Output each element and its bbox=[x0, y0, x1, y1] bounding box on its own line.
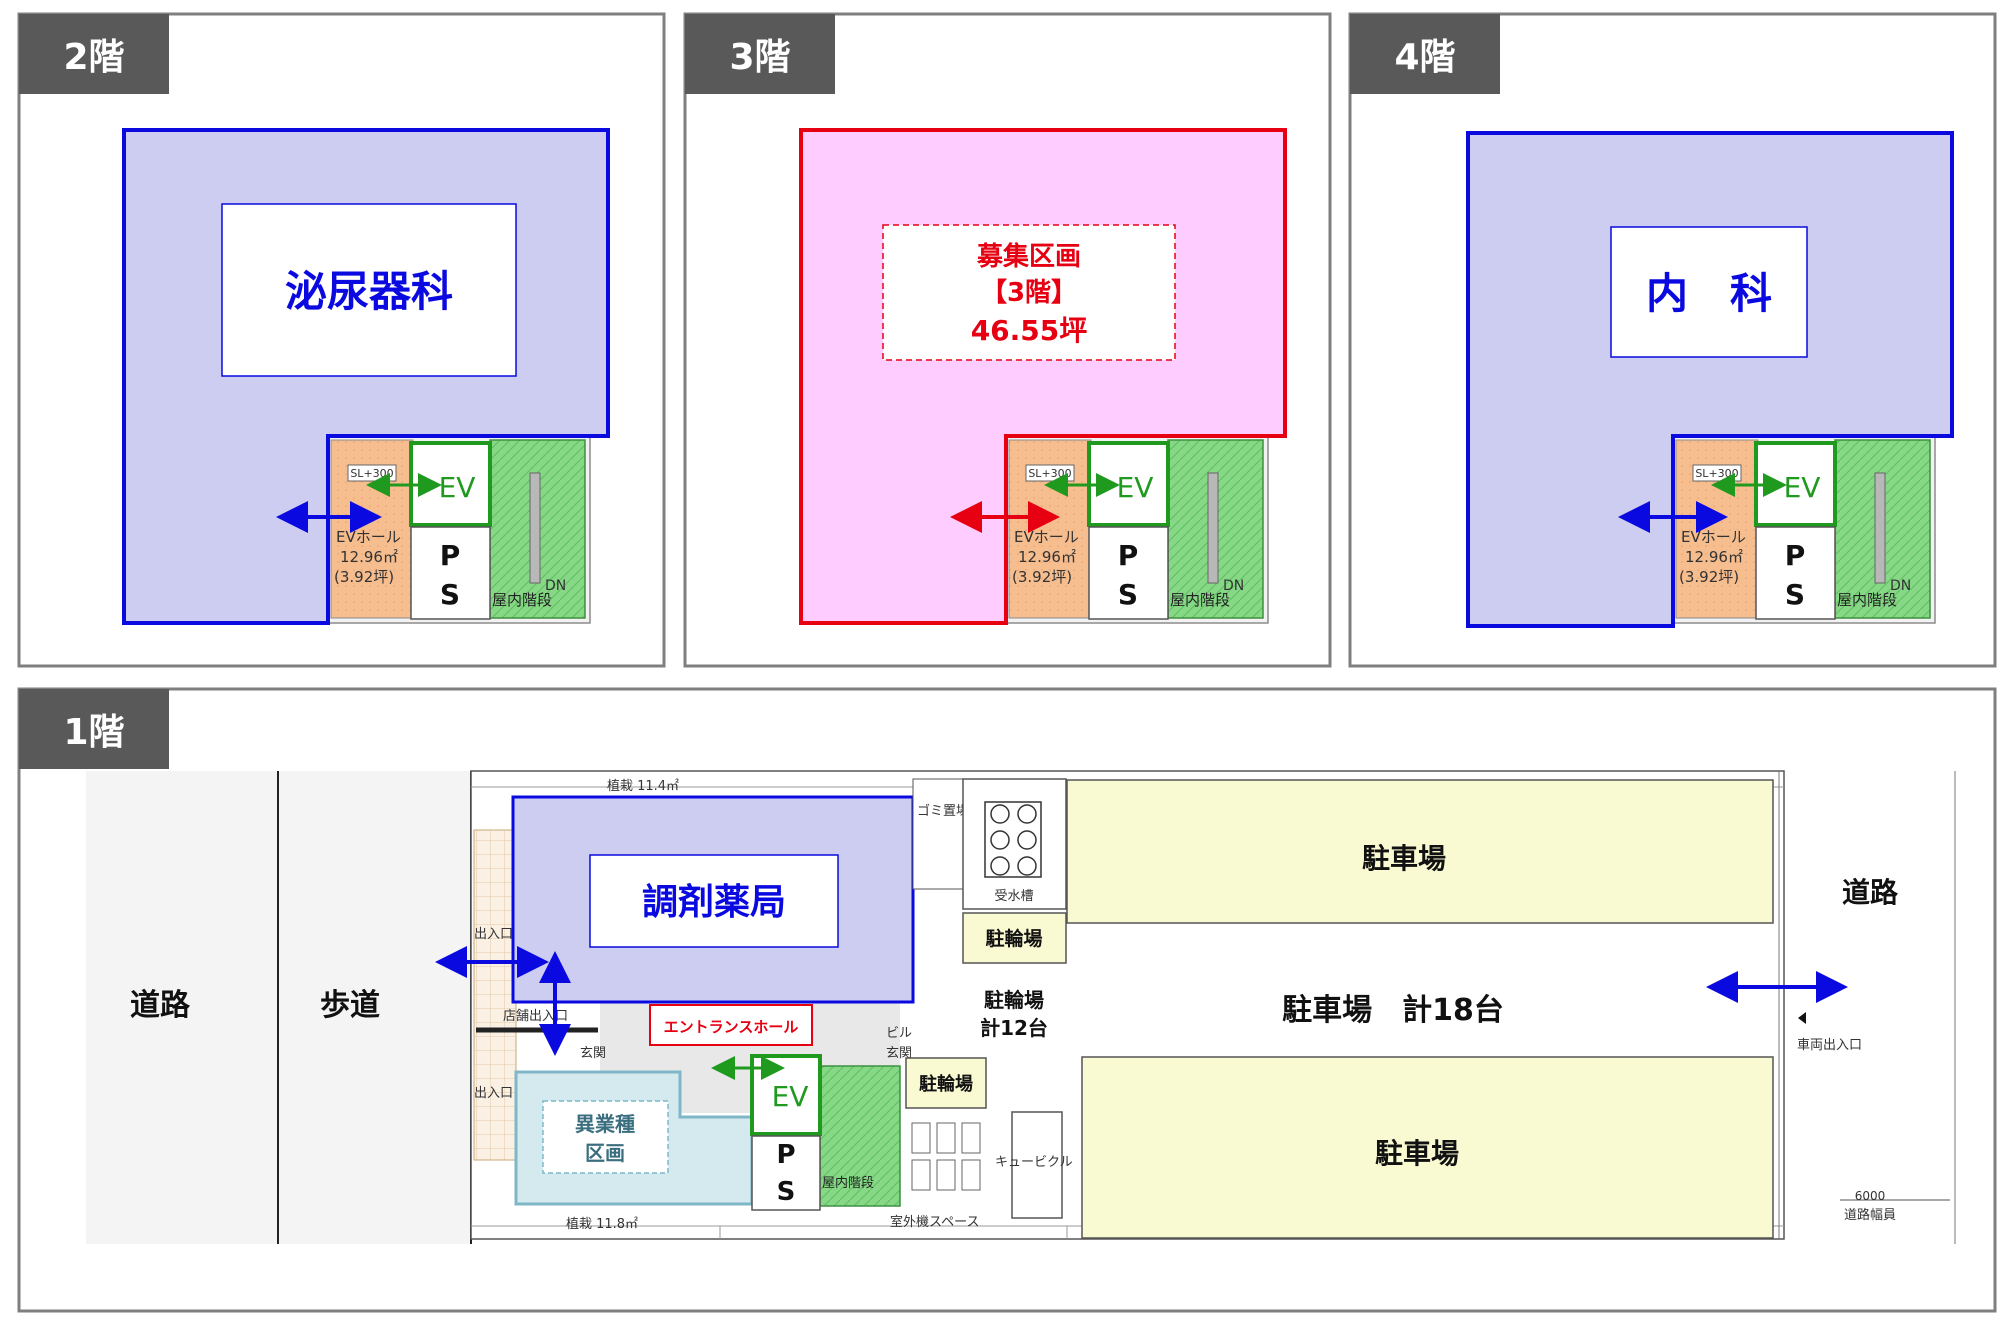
floor-1-bicycle-total-count: 計12台 bbox=[980, 1016, 1048, 1040]
floor-2-core: SL+300 EVホール 12.96㎡ (3.92坪) DN 屋内階段 EV P… bbox=[327, 436, 591, 624]
floor-3-stairs-label: 屋内階段 bbox=[1170, 591, 1230, 609]
floor-2-ps bbox=[410, 526, 491, 620]
floor-4-tab bbox=[1350, 14, 1500, 94]
floor-4-tab-label: 4階 bbox=[1394, 37, 1455, 78]
floor-4-core: SL+300 EVホール 12.96㎡ (3.92坪) DN 屋内階段 EV P… bbox=[1672, 436, 1936, 624]
floor-1-ps-p: P bbox=[776, 1140, 795, 1170]
floor-1-garbage: ゴミ置場 bbox=[917, 803, 969, 819]
floor-2-hall-area: 12.96㎡ bbox=[340, 548, 398, 566]
floor-1-entrance-1: 出入口 bbox=[474, 927, 513, 942]
floor-2-sl-label: SL+300 bbox=[350, 467, 393, 480]
floor-4-sl-label: SL+300 bbox=[1695, 467, 1738, 480]
floor-1-vehicle-marker bbox=[1798, 1012, 1806, 1024]
floor-2-hall-tsubo: (3.92坪) bbox=[334, 568, 394, 586]
floor-3-core: SL+300 EVホール 12.96㎡ (3.92坪) DN 屋内階段 EV P… bbox=[1005, 436, 1269, 624]
floor-4-hall-area: 12.96㎡ bbox=[1685, 548, 1743, 566]
floor-1-panel: 1階 道路 歩道 植栽 11.4㎡ 植栽 11.8㎡ 出入口 出入口 エントラン… bbox=[17, 687, 1997, 1313]
floor-3-vacant-floor: 【3階】 bbox=[981, 278, 1077, 308]
floor-3-ps bbox=[1088, 526, 1169, 620]
floor-1-stairs bbox=[819, 1065, 901, 1207]
floor-1-water-tank-label: 受水槽 bbox=[994, 889, 1033, 904]
floor-3-ps-p: P bbox=[1118, 539, 1139, 572]
floor-1-parking-bottom bbox=[1081, 1056, 1774, 1239]
floor-2-tab bbox=[19, 14, 169, 94]
floor-3-sl-label: SL+300 bbox=[1028, 467, 1071, 480]
floor-1-vehicle-entrance-label: 車両出入口 bbox=[1797, 1038, 1862, 1053]
floor-2-ev-label: EV bbox=[439, 471, 476, 504]
floor-2-ps-s: S bbox=[440, 578, 460, 611]
floor-1-parking-top bbox=[1066, 779, 1774, 924]
floor-1-cubicle-label: キュービクル bbox=[995, 1155, 1073, 1170]
floor-4-ps-s: S bbox=[1785, 578, 1805, 611]
floor-1-planting-bottom: 植栽 11.8㎡ bbox=[566, 1216, 638, 1232]
floor-1-water-tank bbox=[962, 778, 1067, 910]
floor-3-tab bbox=[685, 14, 835, 94]
floor-1-outdoor-units bbox=[911, 1122, 981, 1191]
floor-1-entrance-2: 出入口 bbox=[474, 1086, 513, 1101]
floor-1-tab bbox=[19, 689, 169, 769]
floor-1-bicycle-2 bbox=[905, 1057, 987, 1109]
floor-1-parking-bottom-label: 駐車場 bbox=[1375, 1137, 1459, 1170]
floor-3-panel: 3階 SL+300 EVホール 12.96㎡ (3.92坪) DN 屋内階段 E… bbox=[683, 12, 1332, 668]
floor-4-tenant-name: 内 科 bbox=[1646, 269, 1772, 318]
floor-1-ev-label: EV bbox=[772, 1080, 809, 1113]
floor-2-panel: 2階 SL+300 EVホール 12.96㎡ (3.92坪) DN 屋内階段 E… bbox=[17, 12, 666, 668]
floor-1-sidewalk-label: 歩道 bbox=[320, 988, 380, 1023]
floor-1-other-line2: 区画 bbox=[585, 1141, 625, 1165]
floor-1-outdoor-unit-label: 室外機スペース bbox=[890, 1214, 979, 1230]
floor-1-bicycle-1 bbox=[962, 912, 1067, 964]
floor-1-entrance-hall-label: エントランスホール bbox=[664, 1018, 799, 1036]
floor-2-stairs-label: 屋内階段 bbox=[492, 591, 552, 609]
floor-2-dn-label: DN bbox=[545, 578, 566, 594]
floor-4-ps bbox=[1755, 526, 1836, 620]
floor-1-bicycle-2-label: 駐輪場 bbox=[919, 1073, 973, 1095]
floor-3-dn-label: DN bbox=[1223, 578, 1244, 594]
floor-3-hall-name: EVホール bbox=[1014, 528, 1079, 546]
floor-4-ev-label: EV bbox=[1784, 471, 1821, 504]
floor-4-panel: 4階 SL+300 EVホール 12.96㎡ (3.92坪) DN 屋内階段 E… bbox=[1348, 12, 1997, 668]
floor-1-building-label: ビル bbox=[886, 1026, 912, 1041]
floor-1-pharmacy-name: 調剤薬局 bbox=[642, 882, 786, 923]
floor-1-ps bbox=[751, 1135, 821, 1211]
floor-1-cubicle bbox=[1011, 1111, 1063, 1219]
floor-3-vacant-label-box bbox=[882, 224, 1176, 361]
floor-2-tab-label: 2階 bbox=[63, 37, 124, 78]
floor-1-ps-s: S bbox=[777, 1177, 796, 1207]
floor-3-vacant-title: 募集区画 bbox=[976, 241, 1081, 272]
floor-1-stairs-label: 屋内階段 bbox=[822, 1175, 874, 1191]
floor-3-vacant-size: 46.55坪 bbox=[971, 314, 1088, 347]
floor-3-ev-label: EV bbox=[1117, 471, 1154, 504]
floor-1-bicycle-1-label: 駐輪場 bbox=[985, 927, 1042, 950]
floor-1-parking-top-label: 駐車場 bbox=[1362, 842, 1446, 875]
floor-1-shop-entrance: 店舗出入口 bbox=[503, 1009, 568, 1024]
floor-2-tenant-name: 泌尿器科 bbox=[285, 267, 453, 316]
floor-4-dn-label: DN bbox=[1890, 578, 1911, 594]
floor-2-hall-name: EVホール bbox=[336, 528, 401, 546]
floor-1-road-width-value: 6000 bbox=[1855, 1189, 1886, 1203]
floor-3-tab-label: 3階 bbox=[729, 37, 790, 78]
floor-1-parking-total-label: 駐車場 計18台 bbox=[1282, 993, 1504, 1028]
floor-4-stairs-label: 屋内階段 bbox=[1837, 591, 1897, 609]
floor-3-ps-s: S bbox=[1118, 578, 1138, 611]
floor-3-hall-area: 12.96㎡ bbox=[1018, 548, 1076, 566]
floor-4-tenant-area bbox=[1466, 131, 1954, 628]
floor-4-hall-name: EVホール bbox=[1681, 528, 1746, 546]
floor-4-ps-p: P bbox=[1785, 539, 1806, 572]
floor-1-entrance-hall-box bbox=[649, 1004, 813, 1046]
floor-2-ps-p: P bbox=[440, 539, 461, 572]
floor-4-hall-tsubo: (3.92坪) bbox=[1679, 568, 1739, 586]
floor-1-tab-label: 1階 bbox=[63, 712, 124, 753]
floor-1-road-left-label: 道路 bbox=[130, 988, 191, 1023]
floor-1-road-right-label: 道路 bbox=[1842, 876, 1899, 909]
floor-1-bicycle-total-title: 駐輪場 bbox=[984, 988, 1044, 1012]
floor-1-genkan-1: 玄関 bbox=[580, 1046, 606, 1061]
floor-3-hall-tsubo: (3.92坪) bbox=[1012, 568, 1072, 586]
floor-1-walkway bbox=[473, 829, 517, 1161]
floor-1-road-width-label: 道路幅員 bbox=[1844, 1207, 1896, 1223]
floor-1-planting-top: 植栽 11.4㎡ bbox=[607, 778, 679, 794]
floor-1-other-line1: 異業種 bbox=[575, 1112, 635, 1136]
